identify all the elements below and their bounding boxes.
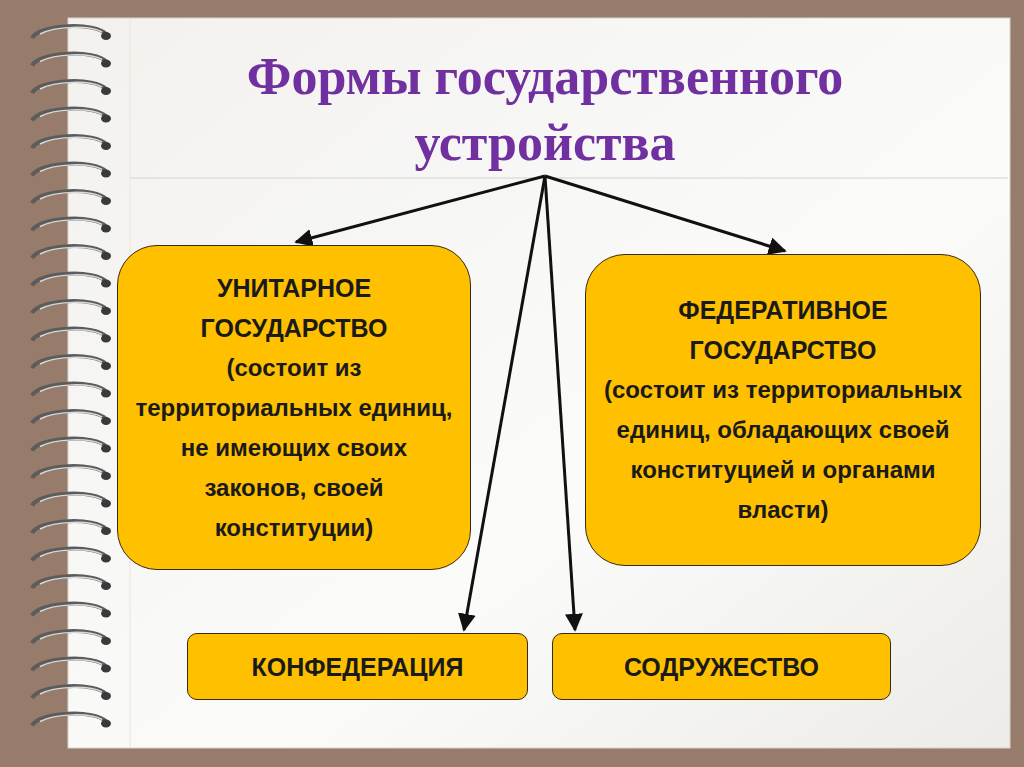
spiral-ring [32,164,106,176]
arrow [545,176,575,630]
box-heading: УНИТАРНОЕ ГОСУДАРСТВО [134,268,454,348]
ring-hole [101,692,111,700]
ring-highlight [40,275,102,282]
spiral-ring [32,604,106,616]
ring-hole [101,390,111,398]
ring-hole [101,500,111,508]
ring-hole [101,445,111,453]
spiral-ring [32,576,106,588]
spiral-ring [32,219,106,231]
ruled-line [130,177,1008,179]
spiral-ring [32,246,106,258]
ring-hole [101,280,111,288]
spiral-ring [32,411,106,423]
ring-hole [101,252,111,260]
ring-hole [101,527,111,535]
ring-highlight [40,467,102,474]
spiral-ring [32,714,106,726]
spiral-ring [32,549,106,561]
ring-highlight [40,440,102,447]
ring-highlight [40,27,102,34]
ring-highlight [40,192,102,199]
spiral-ring [32,631,106,643]
ring-highlight [40,82,102,89]
ring-hole [101,362,111,370]
spiral-ring [32,356,106,368]
spiral-ring [32,686,106,698]
form-box: ФЕДЕРАТИВНОЕ ГОСУДАРСТВО(состоит из терр… [585,254,981,566]
spiral-ring [32,81,106,93]
arrow [545,176,785,251]
ring-highlight [40,357,102,364]
ring-hole [101,115,111,123]
ring-highlight [40,412,102,419]
ring-highlight [40,137,102,144]
ring-highlight [40,330,102,337]
ring-hole [101,417,111,425]
ring-highlight [40,522,102,529]
ring-hole [101,225,111,233]
box-heading: СОДРУЖЕСТВО [624,647,819,687]
ring-highlight [40,247,102,254]
box-description: (состоит из территориальных единиц, не и… [134,348,454,548]
form-box: СОДРУЖЕСТВО [552,633,891,700]
spiral-ring [32,54,106,66]
spiral-ring [32,466,106,478]
spiral-ring [32,384,106,396]
ring-hole [101,472,111,480]
diagram-title: Формы государственного устройства [150,44,940,176]
ring-hole [101,582,111,590]
ring-hole [101,720,111,728]
ring-highlight [40,110,102,117]
ring-hole [101,665,111,673]
ring-hole [101,637,111,645]
ring-hole [101,32,111,40]
spiral-ring [32,274,106,286]
ring-hole [101,335,111,343]
ring-highlight [40,220,102,227]
ring-highlight [40,165,102,172]
ring-highlight [40,632,102,639]
ring-highlight [40,577,102,584]
ring-hole [101,60,111,68]
spiral-ring [32,109,106,121]
box-description: (состоит из территориальных единиц, обла… [602,370,964,530]
ring-hole [101,610,111,618]
notebook-page [68,18,1010,748]
spiral-ring [32,439,106,451]
ring-hole [101,87,111,95]
ring-hole [101,170,111,178]
ring-highlight [40,550,102,557]
spiral-ring [32,329,106,341]
ring-highlight [40,55,102,62]
spiral-ring [32,191,106,203]
form-box: УНИТАРНОЕ ГОСУДАРСТВО(состоит из террито… [117,245,471,570]
ring-hole [101,555,111,563]
spiral-ring [32,521,106,533]
spiral-ring [32,136,106,148]
box-heading: ФЕДЕРАТИВНОЕ ГОСУДАРСТВО [602,290,964,370]
ring-hole [101,197,111,205]
ring-hole [101,307,111,315]
spiral-ring [32,26,106,38]
ring-highlight [40,687,102,694]
ring-highlight [40,605,102,612]
arrow [464,176,545,630]
ring-highlight [40,302,102,309]
spiral-ring [32,494,106,506]
arrow [296,176,545,242]
ring-highlight [40,715,102,722]
ring-highlight [40,495,102,502]
ring-hole [101,142,111,150]
form-box: КОНФЕДЕРАЦИЯ [187,633,528,700]
spiral-ring [32,659,106,671]
spiral-ring [32,301,106,313]
box-heading: КОНФЕДЕРАЦИЯ [252,647,464,687]
ring-highlight [40,660,102,667]
ring-highlight [40,385,102,392]
